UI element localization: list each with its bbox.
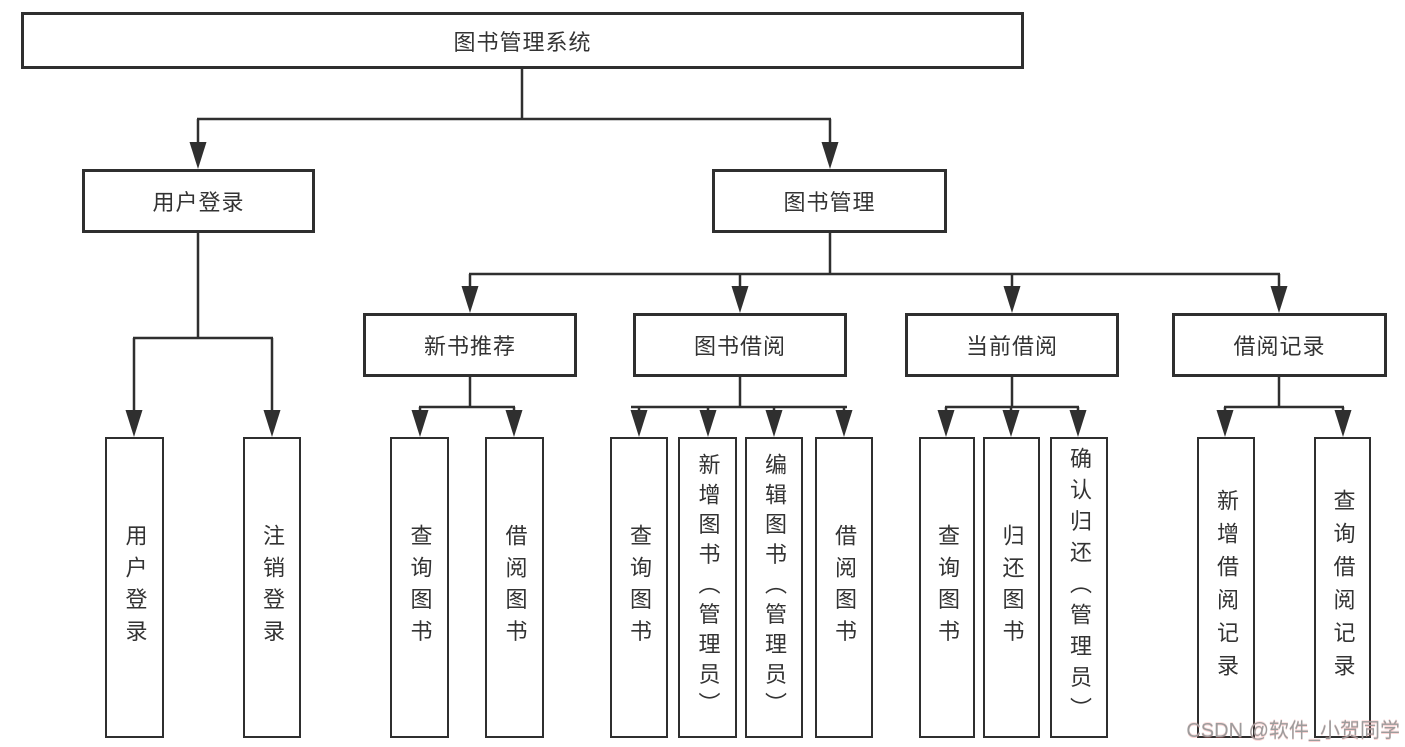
arrowhead (937, 410, 955, 437)
node-borrow-records: 借阅记录 (1172, 313, 1387, 377)
leaf-label: 查询借阅记录 (1330, 488, 1356, 687)
arrowhead (411, 410, 429, 437)
leaf-label: 注销登录 (260, 523, 285, 652)
leaf-label: 查询图书 (627, 523, 652, 652)
arrowhead (461, 286, 479, 313)
arrowhead (1334, 410, 1352, 437)
arrowhead (1003, 286, 1021, 313)
leaf-label: 编辑图书（管理员） (762, 452, 787, 723)
leaf-label: 新增借阅记录 (1214, 488, 1239, 687)
leaf-edit-book-admin: 编辑图书（管理员） (745, 437, 803, 738)
leaf-borrow-books: 借阅图书 (815, 437, 873, 738)
leaf-return-books: 归还图书 (983, 437, 1040, 738)
leaf-user-login: 用户登录 (105, 437, 164, 738)
arrowhead (125, 410, 143, 437)
arrowhead (263, 410, 281, 437)
leaf-label: 确认归还（管理员） (1067, 446, 1092, 729)
node-root: 图书管理系统 (21, 12, 1024, 69)
arrowhead (1216, 410, 1234, 437)
arrowhead (1002, 410, 1020, 437)
node-book-management: 图书管理 (712, 169, 947, 233)
leaf-label: 查询图书 (935, 523, 960, 652)
arrowhead (630, 410, 648, 437)
leaf-query-books-borrow: 查询图书 (610, 437, 668, 738)
leaf-add-borrow-record: 新增借阅记录 (1197, 437, 1255, 738)
leaf-label: 借阅图书 (502, 523, 528, 652)
arrowhead (505, 410, 523, 437)
arrowhead (821, 142, 839, 169)
leaf-label: 借阅图书 (832, 523, 857, 652)
arrowhead (765, 410, 783, 437)
leaf-label: 用户登录 (122, 523, 148, 652)
leaf-label: 归还图书 (999, 523, 1025, 652)
leaf-label: 查询图书 (407, 523, 433, 652)
node-new-book-recommend: 新书推荐 (363, 313, 577, 377)
arrowhead (731, 286, 749, 313)
leaf-label: 新增图书（管理员） (695, 452, 721, 723)
leaf-logout-login: 注销登录 (243, 437, 301, 738)
arrowhead (835, 410, 853, 437)
arrowhead (189, 142, 207, 169)
leaf-add-book-admin: 新增图书（管理员） (678, 437, 737, 738)
csdn-watermark: CSDN @软件_小贺同学 (1186, 720, 1400, 742)
node-current-borrow: 当前借阅 (905, 313, 1119, 377)
leaf-query-books-current: 查询图书 (919, 437, 975, 738)
leaf-confirm-return-admin: 确认归还（管理员） (1050, 437, 1108, 738)
arrowhead (1069, 410, 1087, 437)
leaf-query-books-recommend: 查询图书 (390, 437, 449, 738)
arrowhead (1270, 286, 1288, 313)
node-book-borrow: 图书借阅 (633, 313, 847, 377)
leaf-borrow-books-recommend: 借阅图书 (485, 437, 544, 738)
arrowhead (699, 410, 717, 437)
node-user-login: 用户登录 (82, 169, 315, 233)
leaf-query-borrow-record: 查询借阅记录 (1314, 437, 1371, 738)
